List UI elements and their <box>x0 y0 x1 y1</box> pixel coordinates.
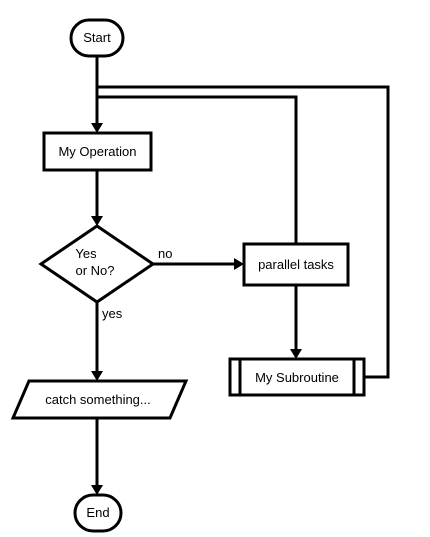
arrowhead-parallel <box>234 258 244 270</box>
catch-something-node: catch something... <box>10 379 189 420</box>
arrowhead-catch <box>91 371 103 381</box>
decision-label-line1: Yes <box>75 246 97 261</box>
my-subroutine-label: My Subroutine <box>255 370 339 385</box>
parallel-tasks-node: parallel tasks <box>242 242 350 287</box>
arrowhead-subroutine <box>290 349 302 359</box>
my-operation-node: My Operation <box>42 131 153 172</box>
end-label: End <box>86 505 109 520</box>
edge-label-yes: yes <box>102 306 123 321</box>
catch-something-label: catch something... <box>45 392 151 407</box>
flowchart-edges <box>91 56 390 495</box>
parallel-tasks-label: parallel tasks <box>258 257 334 272</box>
edge-subroutine-loop-back <box>97 85 390 379</box>
edge-label-no: no <box>158 246 172 261</box>
decision-node: Yes or No? <box>38 224 156 304</box>
start-label: Start <box>83 30 111 45</box>
my-operation-label: My Operation <box>58 144 136 159</box>
edge-parallel-loop-back <box>97 95 298 244</box>
my-subroutine-node: My Subroutine <box>228 357 366 397</box>
end-node: End <box>73 493 123 533</box>
arrowhead-decision <box>91 216 103 226</box>
start-node: Start <box>69 18 125 58</box>
arrowhead-end <box>91 485 103 495</box>
decision-label-line2: or No? <box>75 263 114 278</box>
arrowhead-operation <box>91 123 103 133</box>
